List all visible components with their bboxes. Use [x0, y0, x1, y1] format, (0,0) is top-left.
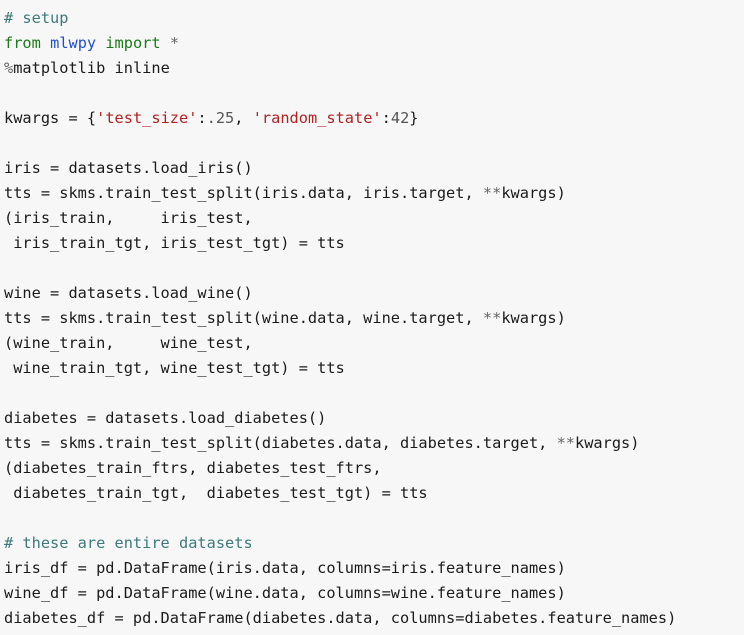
code-token-op: **	[556, 434, 575, 452]
code-token-text: iris = datasets.load_iris()	[4, 159, 253, 177]
code-token-text: tts = skms.train_test_split(iris.data, i…	[4, 184, 483, 202]
code-line: diabetes_train_tgt, diabetes_test_tgt) =…	[4, 481, 744, 506]
code-token-string: 'test_size'	[96, 109, 198, 127]
code-token-comment: # setup	[4, 9, 69, 27]
code-line: diabetes = datasets.load_diabetes()	[4, 406, 744, 431]
code-token-text: ,	[234, 109, 253, 127]
code-line: %matplotlib inline	[4, 56, 744, 81]
code-token-text: kwargs)	[575, 434, 640, 452]
code-token-text: }	[409, 109, 419, 127]
code-token-text: matplotlib inline	[13, 59, 170, 77]
code-token-keyword: from	[4, 34, 41, 52]
code-token-text: (diabetes_train_ftrs, diabetes_test_ftrs…	[4, 459, 382, 477]
code-line: diabetes_df = pd.DataFrame(diabetes.data…	[4, 606, 744, 631]
code-token-text: diabetes_df = pd.DataFrame(diabetes.data…	[4, 609, 677, 627]
code-line: tts = skms.train_test_split(iris.data, i…	[4, 181, 744, 206]
code-token-text	[96, 34, 105, 52]
code-token-text: wine = datasets.load_wine()	[4, 284, 253, 302]
code-line: # setup	[4, 6, 744, 31]
code-token-text: tts = skms.train_test_split(wine.data, w…	[4, 309, 483, 327]
code-token-text: kwargs)	[501, 184, 566, 202]
code-token-text: wine_train_tgt, wine_test_tgt) = tts	[4, 359, 345, 377]
code-token-text: kwargs = {	[4, 109, 97, 127]
code-token-text: tts = skms.train_test_split(diabetes.dat…	[4, 434, 557, 452]
code-line	[4, 506, 744, 531]
code-line: kwargs = {'test_size':.25, 'random_state…	[4, 106, 744, 131]
code-line: (wine_train, wine_test,	[4, 331, 744, 356]
code-token-op: *	[169, 34, 180, 52]
code-token-text: :	[381, 109, 391, 127]
code-token-text: diabetes = datasets.load_diabetes()	[4, 409, 327, 427]
code-line: tts = skms.train_test_split(wine.data, w…	[4, 306, 744, 331]
code-token-text: (iris_train, iris_test,	[4, 209, 253, 227]
code-token-text: :	[197, 109, 207, 127]
code-line: wine = datasets.load_wine()	[4, 281, 744, 306]
code-line	[4, 131, 744, 156]
code-token-op: **	[482, 309, 502, 327]
code-line	[4, 81, 744, 106]
code-token-string: 'random_state'	[252, 109, 382, 127]
code-line: tts = skms.train_test_split(diabetes.dat…	[4, 431, 744, 456]
code-line: iris = datasets.load_iris()	[4, 156, 744, 181]
code-line	[4, 256, 744, 281]
code-token-text: iris_train_tgt, iris_test_tgt) = tts	[4, 234, 345, 252]
code-line: from mlwpy import *	[4, 31, 744, 56]
code-line: (iris_train, iris_test,	[4, 206, 744, 231]
code-line: wine_df = pd.DataFrame(wine.data, column…	[4, 581, 744, 606]
code-token-number: 42	[390, 109, 410, 127]
code-token-op: **	[482, 184, 502, 202]
code-line: iris_train_tgt, iris_test_tgt) = tts	[4, 231, 744, 256]
code-token-keyword: import	[105, 34, 161, 52]
code-token-comment: # these are entire datasets	[4, 534, 253, 552]
code-line: (diabetes_train_ftrs, diabetes_test_ftrs…	[4, 456, 744, 481]
code-token-text: iris_df = pd.DataFrame(iris.data, column…	[4, 559, 566, 577]
code-token-text	[161, 34, 170, 52]
code-line: # these are entire datasets	[4, 531, 744, 556]
code-token-text: diabetes_train_tgt, diabetes_test_tgt) =…	[4, 484, 428, 502]
code-token-text: wine_df = pd.DataFrame(wine.data, column…	[4, 584, 566, 602]
code-token-text: (wine_train, wine_test,	[4, 334, 253, 352]
code-token-text: kwargs)	[501, 309, 566, 327]
code-line: iris_df = pd.DataFrame(iris.data, column…	[4, 556, 744, 581]
code-token-magic: %	[4, 59, 14, 77]
code-line	[4, 381, 744, 406]
code-token-text	[41, 34, 50, 52]
code-line: wine_train_tgt, wine_test_tgt) = tts	[4, 356, 744, 381]
code-token-number: .25	[206, 109, 235, 127]
code-token-module: mlwpy	[50, 34, 97, 52]
